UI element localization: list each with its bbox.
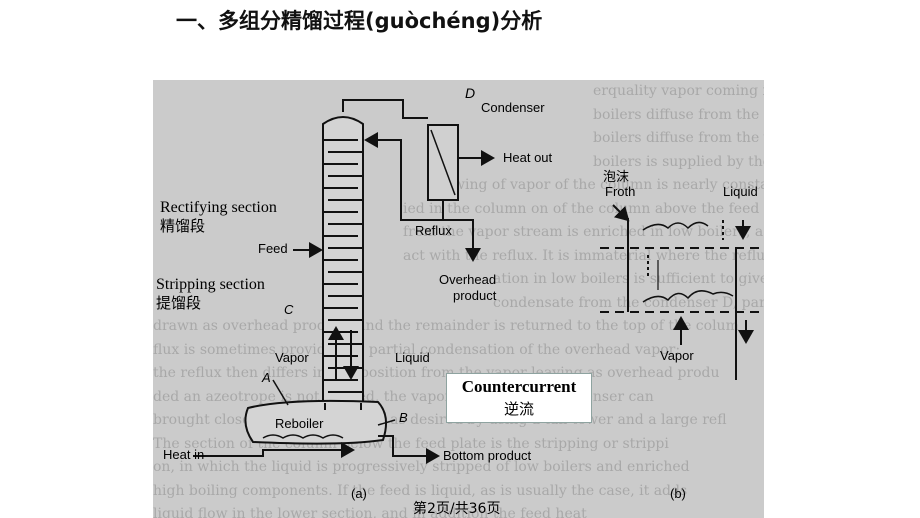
rectifying-section-label: Rectifying section 精馏段 — [160, 198, 277, 236]
stripping-section-label: Stripping section 提馏段 — [156, 275, 265, 313]
rectifying-zh: 精馏段 — [160, 217, 206, 235]
page-number: 第2页/共36页 — [413, 501, 501, 517]
label-heat-out: Heat out — [503, 150, 553, 165]
label-bottom-product: Bottom product — [443, 448, 532, 463]
label-froth: Froth — [605, 184, 636, 199]
reboiler-shell — [244, 399, 388, 445]
label-reboiler: Reboiler — [275, 416, 324, 431]
label-vapor: Vapor — [275, 350, 309, 365]
bg-line: boilers diffuse from the vapor into the … — [593, 130, 764, 146]
bg-line: erquality vapor coming into equilibrium … — [593, 83, 764, 99]
label-a-point: A — [262, 370, 271, 385]
froth-pointer — [612, 204, 630, 222]
label-reflux: Reflux — [415, 223, 452, 238]
countercurrent-en: Countercurrent — [461, 377, 577, 396]
bg-line: liquid flow in the lower section, and in… — [153, 506, 587, 518]
label-liquid: Liquid — [395, 350, 430, 365]
overhead-product-line — [443, 219, 481, 262]
froth-upper — [642, 221, 709, 231]
label-vapor-b: Vapor — [660, 348, 694, 363]
label-condenser: Condenser — [481, 100, 545, 115]
rectifying-en: Rectifying section — [160, 199, 277, 216]
reboiler-coil — [262, 434, 344, 439]
stripping-zh: 提馏段 — [156, 294, 202, 312]
label-froth-zh: 泡沫 — [603, 170, 630, 185]
distillation-figure: erquality vapor coming into equilibrium … — [153, 80, 764, 518]
bottom-product-line — [378, 435, 440, 464]
label-d: D — [465, 85, 476, 101]
countercurrent-box: Countercurrent 逆流 — [446, 373, 592, 423]
stripping-en: Stripping section — [156, 276, 265, 293]
bg-line: boilers is supplied by the heat of conde… — [593, 153, 764, 170]
bg-line: flux is sometimes provided by partial co… — [153, 341, 681, 358]
label-feed: Feed — [258, 241, 288, 256]
countercurrent-zh: 逆流 — [503, 400, 534, 418]
bg-line: boilers diffuse from the liquid into the… — [593, 106, 764, 123]
label-overhead-2: product — [453, 288, 497, 303]
label-a: (a) — [351, 486, 367, 501]
bg-line: drawn as overhead product, and the remai… — [153, 318, 739, 334]
vapor-to-condenser-line — [342, 99, 428, 119]
label-overhead-1: Overhead — [439, 272, 497, 287]
label-b-point: B — [399, 410, 408, 425]
slide-title: 一、多组分精馏过程(guòchéng)分析 — [176, 9, 543, 33]
bg-line: on, in which the liquid is progressively… — [153, 459, 690, 475]
bg-line: from the vapor stream is enriched in low… — [403, 224, 764, 240]
bg-line: act with the reflux. It is immaterial wh… — [403, 247, 764, 264]
bg-line: ied in the column on of the column above… — [403, 200, 764, 217]
label-b: (b) — [670, 486, 686, 501]
label-c: C — [284, 302, 294, 317]
label-heat-in: Heat in — [163, 447, 205, 462]
reflux-line — [364, 132, 444, 221]
heat-in-line — [193, 442, 355, 458]
froth-lower — [642, 290, 734, 303]
distillation-diagram — [193, 99, 764, 464]
label-liquid-b: Liquid — [723, 184, 758, 199]
bg-line: wing of vapor of the column is nearly co… — [453, 177, 764, 193]
bg-line: high boiling components. If the feed is … — [153, 482, 688, 499]
